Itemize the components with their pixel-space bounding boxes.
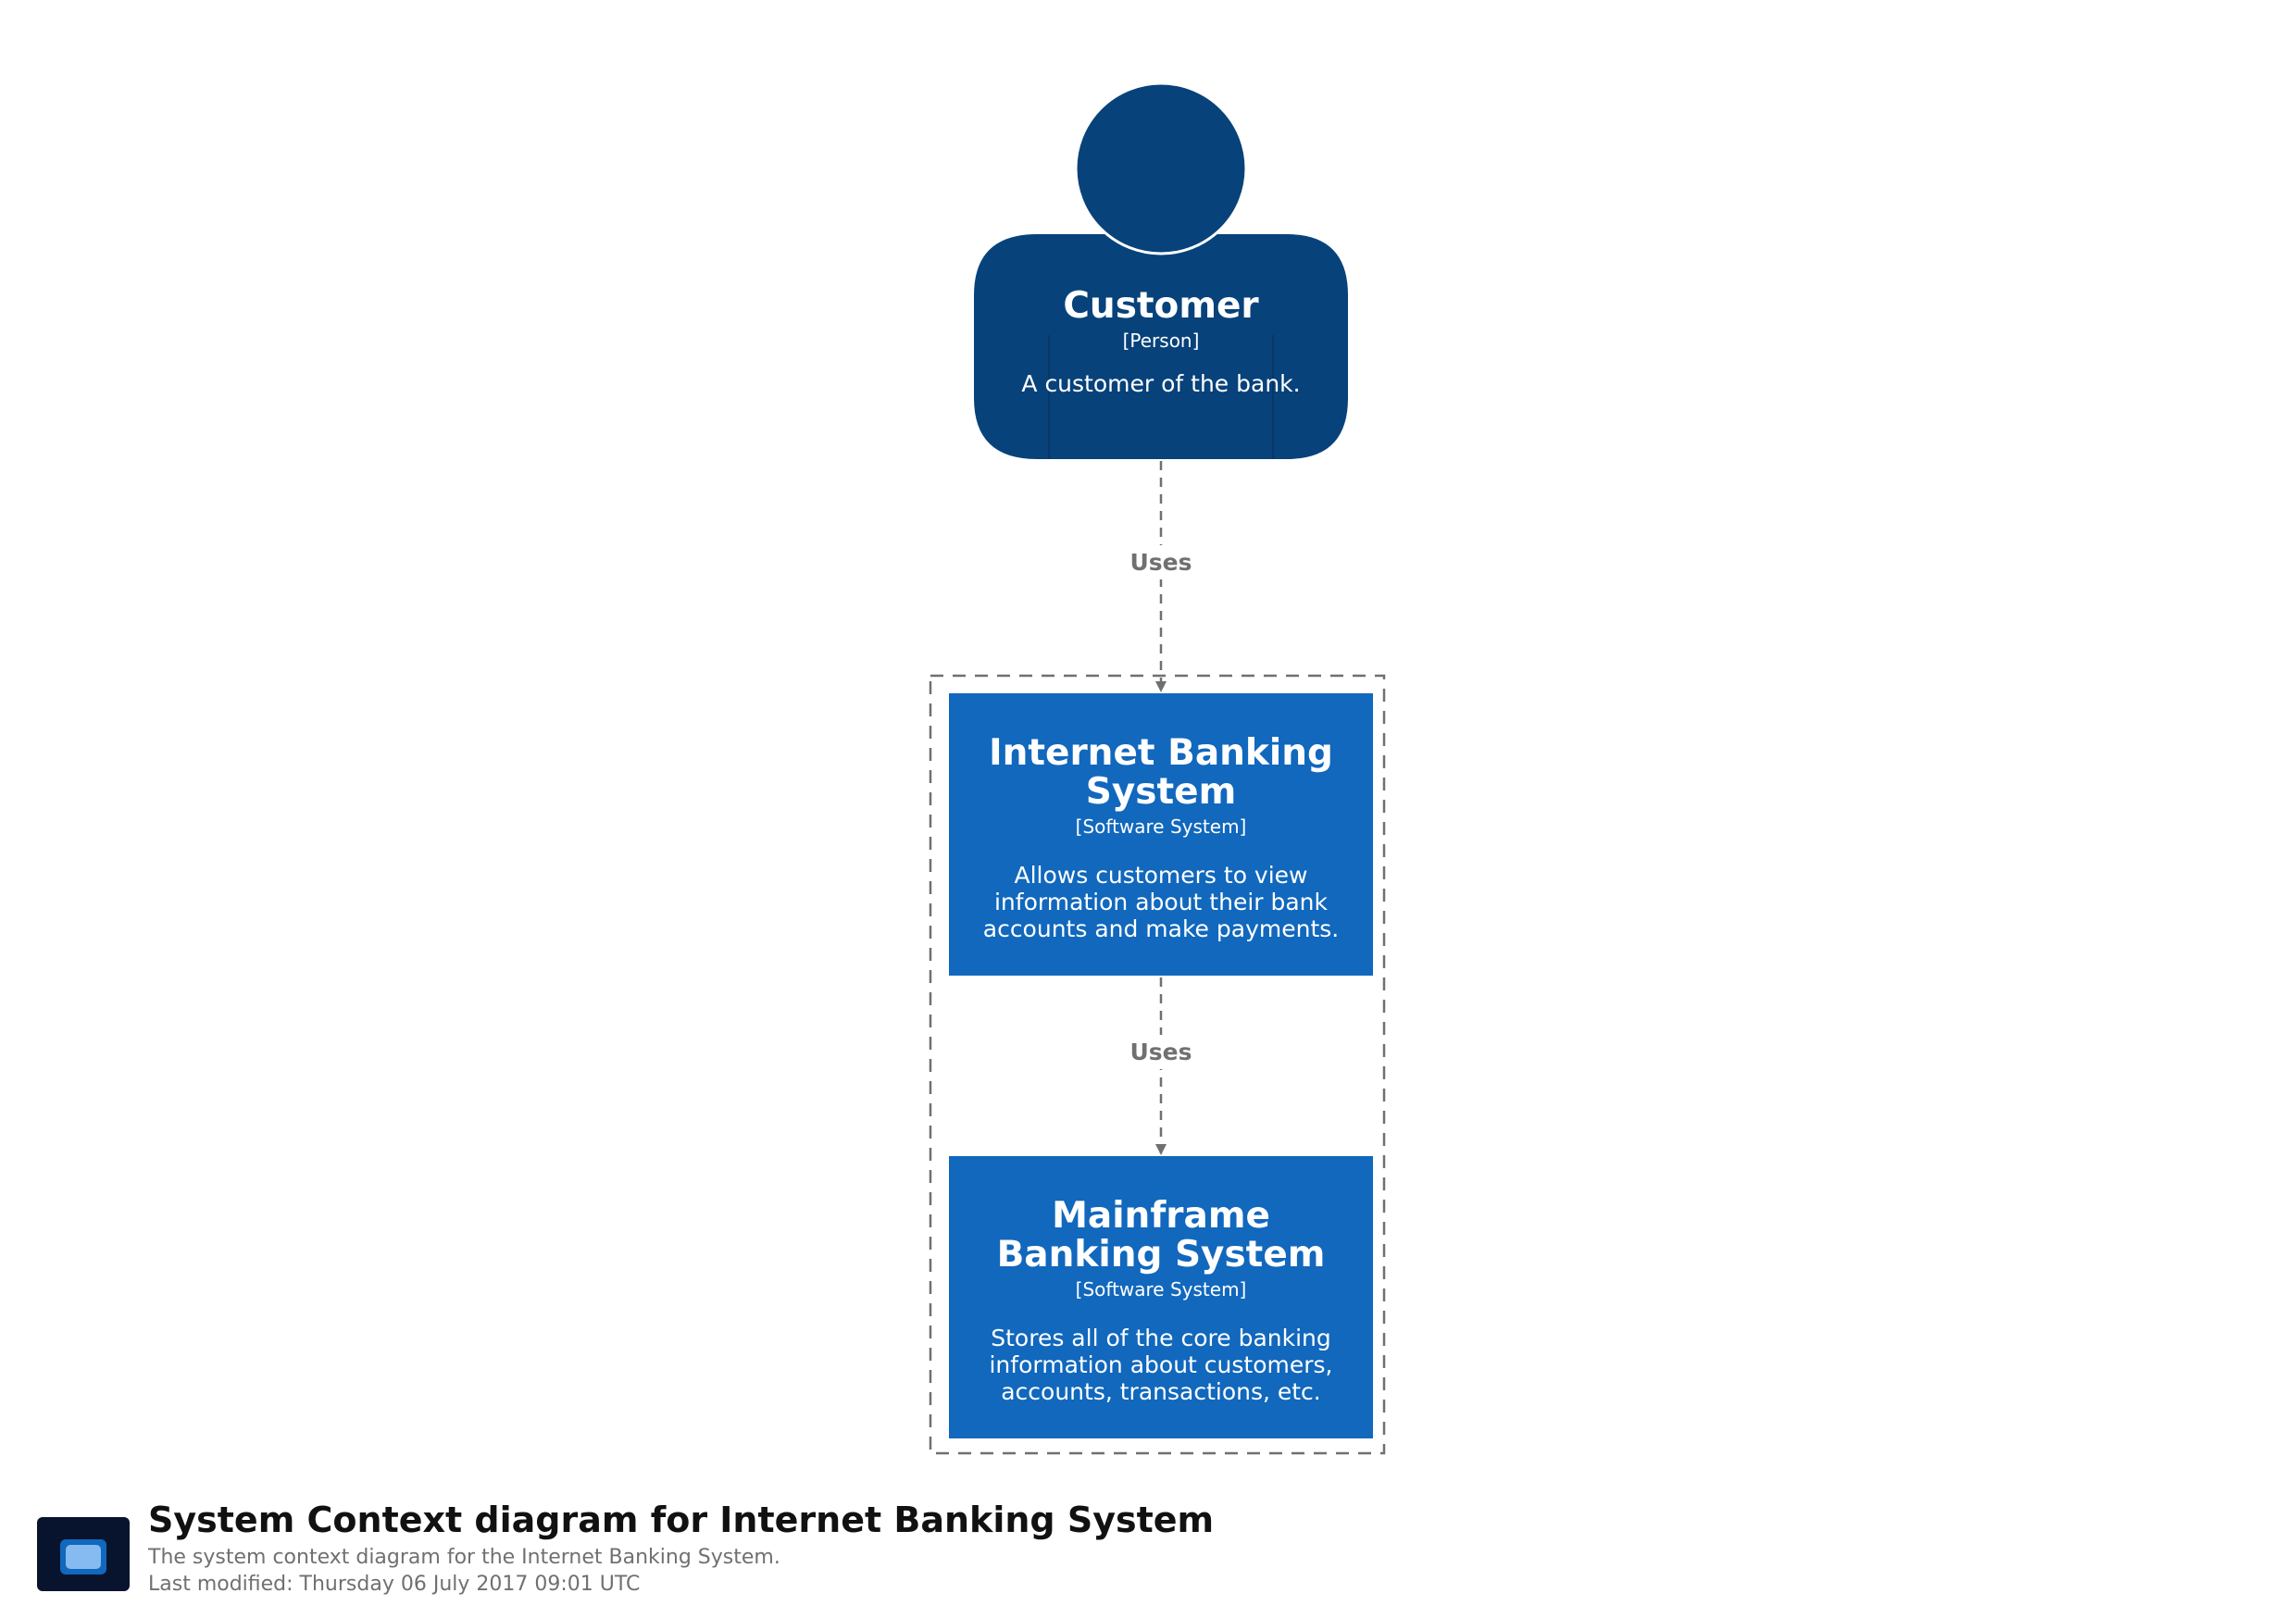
logo-core-shape — [66, 1545, 101, 1569]
diagram-description: The system context diagram for the Inter… — [148, 1546, 780, 1569]
diagram-title: System Context diagram for Internet Bank… — [148, 1500, 1215, 1540]
diagram-last-modified: Last modified: Thursday 06 July 2017 09:… — [148, 1573, 641, 1596]
customer-description: A customer of the bank. — [1021, 370, 1301, 398]
person-head — [1074, 81, 1248, 255]
customer-node: Customer [Person] A customer of the bank… — [974, 285, 1348, 398]
structurizr-logo-icon — [37, 1517, 130, 1591]
system-boundary — [929, 674, 1386, 1455]
internet-banking-type: [Software System] — [1075, 815, 1247, 839]
customer-person-shape[interactable] — [974, 81, 1348, 459]
edge-label-internet-banking-uses: Uses — [1068, 1035, 1254, 1069]
mainframe-banking-box[interactable] — [949, 1156, 1373, 1438]
internet-banking-box[interactable] — [949, 693, 1373, 976]
mainframe-banking-description: Stores all of the core banking informati… — [989, 1325, 1333, 1406]
customer-type: [Person] — [1122, 330, 1200, 353]
internet-banking-name: Internet Banking System — [989, 732, 1333, 814]
customer-name: Customer — [1063, 285, 1259, 327]
edge-label-customer-uses: Uses — [1068, 545, 1254, 579]
person-body — [974, 234, 1348, 459]
mainframe-banking-name: Mainframe Banking System — [996, 1195, 1326, 1276]
internet-banking-description: Allows customers to view information abo… — [982, 862, 1340, 943]
mainframe-banking-type: [Software System] — [1075, 1278, 1247, 1301]
mainframe-banking-node: Mainframe Banking System [Software Syste… — [967, 1195, 1354, 1406]
internet-banking-node: Internet Banking System [Software System… — [967, 732, 1354, 943]
logo-inner-shape — [60, 1539, 106, 1574]
